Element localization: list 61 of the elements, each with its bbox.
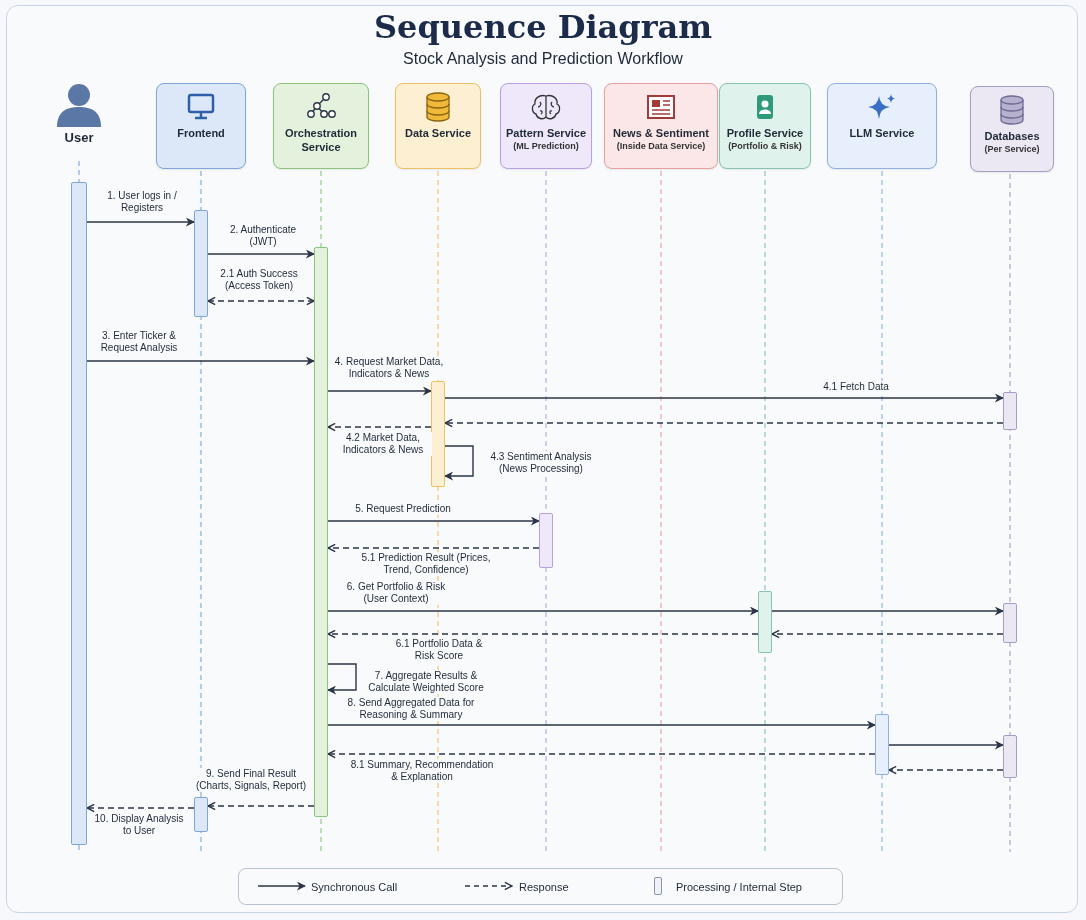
edge-label: 5.1 Prediction Result (Prices, Trend, Confidence)	[359, 552, 493, 576]
message-arrow	[327, 606, 759, 616]
message-arrow	[86, 217, 195, 227]
participant-name: Databases	[984, 129, 1040, 143]
message-arrow	[444, 445, 474, 481]
legend-text: Synchronous Call	[311, 880, 398, 894]
participant-box	[719, 83, 811, 169]
activation-bar	[539, 513, 553, 568]
activation-bar	[314, 247, 328, 817]
message-arrow	[888, 765, 1004, 775]
subtitle: Stock Analysis and Prediction Workflow	[402, 50, 684, 68]
message-arrow	[207, 296, 315, 306]
message-arrow	[771, 606, 1004, 616]
message-arrow	[444, 418, 1004, 428]
activation-bar	[194, 210, 208, 317]
message-arrow	[207, 801, 315, 811]
participant-box	[500, 83, 592, 169]
message-arrow	[444, 393, 1004, 403]
participant-subtitle: (Per Service)	[984, 143, 1040, 155]
participant-name: LLM Service	[849, 126, 915, 140]
message-arrow	[327, 629, 759, 639]
message-arrow	[327, 720, 876, 730]
message-arrow	[86, 356, 315, 366]
activation-bar	[431, 381, 445, 487]
activation-bar	[194, 797, 208, 832]
message-arrow	[327, 663, 357, 695]
activation-bar	[1003, 735, 1017, 778]
message-arrow	[327, 749, 876, 759]
message-arrow	[207, 249, 315, 259]
participant-name: Frontend	[177, 126, 225, 140]
participant-name: News & Sentiment	[613, 126, 709, 140]
participant-box	[604, 83, 718, 169]
activation-bar	[758, 591, 772, 653]
diagram-title: Sequence Diagram	[372, 8, 714, 46]
edge-label: 4. Request Market Data, Indicators & News	[332, 356, 446, 380]
participant-box	[395, 83, 481, 169]
participant-subtitle: (ML Prediction)	[513, 140, 579, 152]
participant-box	[156, 83, 246, 169]
participant-subtitle: (Portfolio & Risk)	[728, 140, 802, 152]
participant-box	[273, 83, 369, 169]
message-arrow	[327, 386, 432, 396]
message-arrow	[771, 629, 1004, 639]
message-arrow	[327, 422, 432, 432]
message-arrow	[888, 740, 1004, 750]
participant-box	[827, 83, 937, 169]
message-arrow	[327, 543, 540, 553]
message-arrow	[86, 803, 195, 813]
legend-text: Response	[519, 880, 569, 894]
participant-name: Data Service	[404, 126, 471, 140]
participant-box	[970, 86, 1054, 172]
participant-name: Pattern Service	[505, 126, 587, 140]
legend-text: Processing / Internal Step	[676, 880, 802, 894]
message-arrow	[327, 516, 540, 526]
participant-name: Orchestration Service	[283, 126, 359, 154]
participant-name: Profile Service	[726, 126, 804, 140]
activation-bar	[71, 182, 87, 845]
activation-bar	[1003, 603, 1017, 643]
participant-subtitle: (Inside Data Service)	[616, 140, 706, 152]
participant-name: User	[64, 131, 94, 145]
activation-bar	[1003, 392, 1017, 430]
activation-bar	[875, 714, 889, 775]
